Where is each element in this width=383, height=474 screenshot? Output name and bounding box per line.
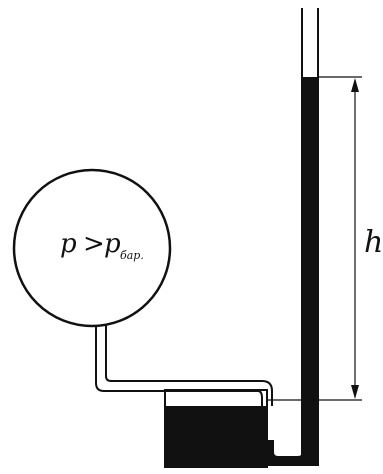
relation-symbol: > [83, 229, 105, 259]
connecting-tube-inner [105, 324, 273, 406]
pressure-symbol: p [60, 229, 77, 259]
atm-pressure-subscript: бар. [120, 249, 144, 262]
height-arrow-top [351, 78, 359, 92]
atm-pressure-symbol: p [104, 229, 121, 259]
reservoir-outline [164, 389, 268, 468]
pressure-label: p > p бар. [60, 229, 144, 262]
connecting-tube-outer [95, 325, 263, 406]
liquid-column [303, 77, 317, 466]
height-label: h [364, 225, 383, 260]
pressure-vessel [12, 168, 172, 328]
height-arrow-bottom [351, 385, 359, 399]
reservoir-liquid [166, 406, 266, 466]
